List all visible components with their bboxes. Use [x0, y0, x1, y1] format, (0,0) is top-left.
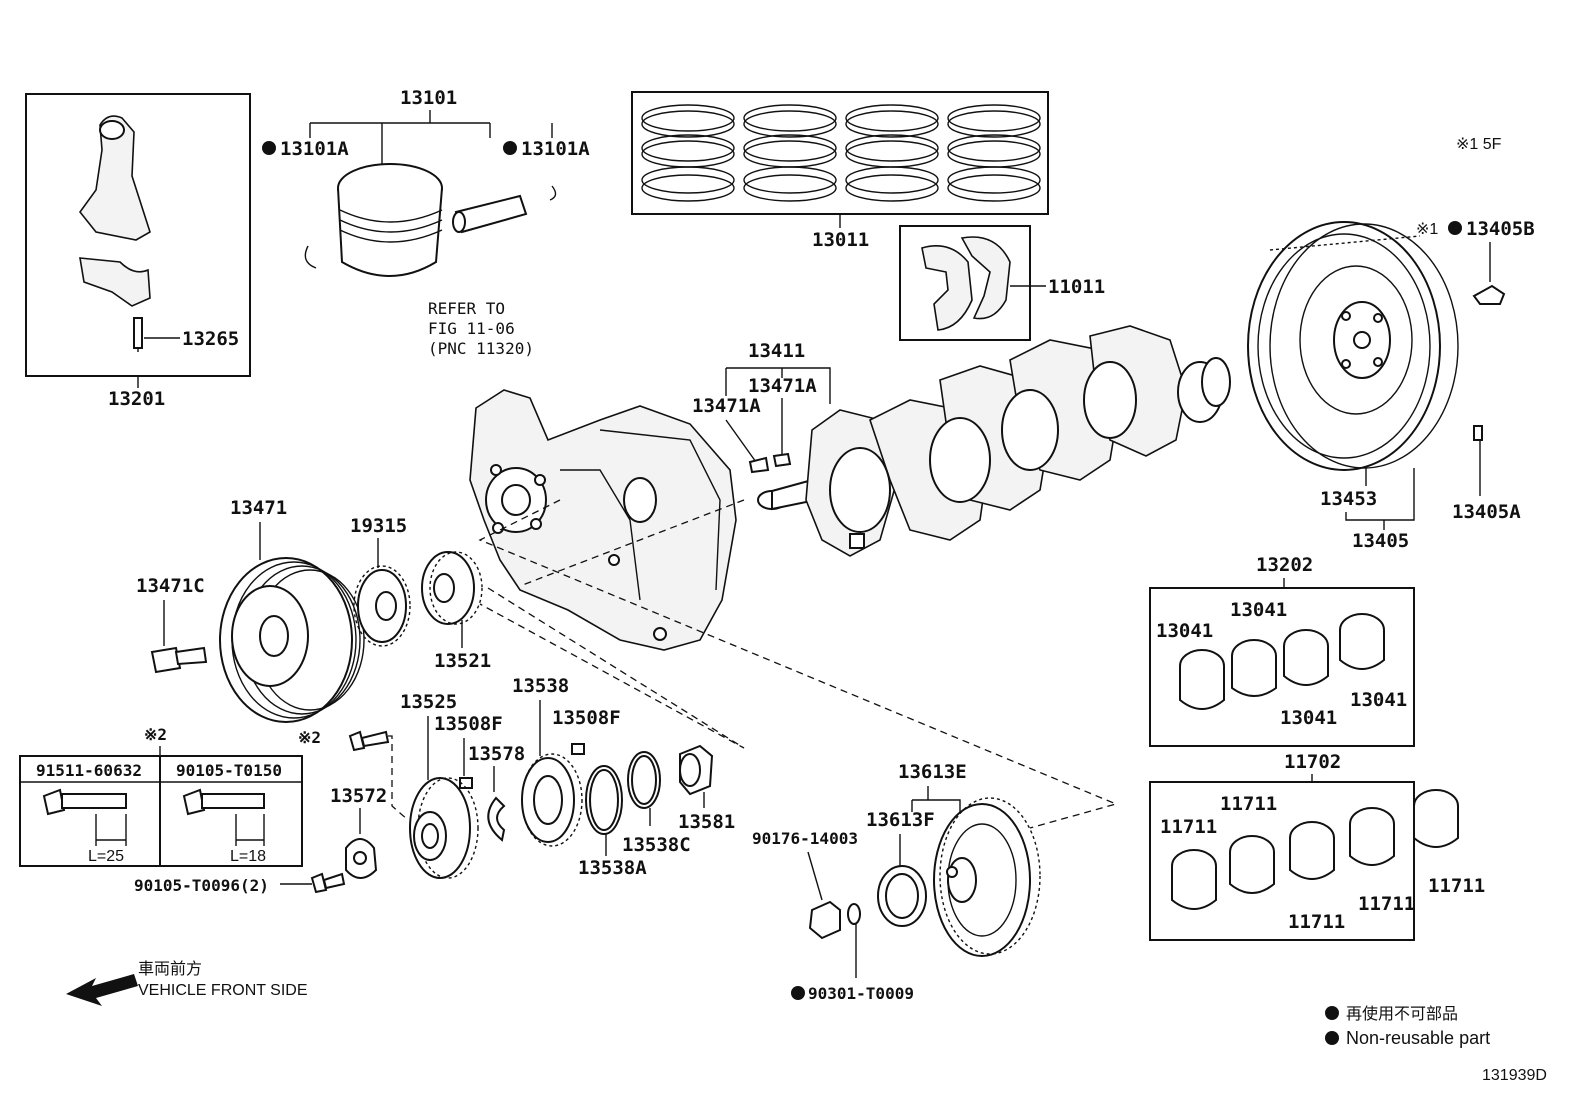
- label-13405: 13405: [1352, 530, 1409, 552]
- label-90176-14003: 90176-14003: [752, 829, 858, 848]
- bolt-part-90105-t0150: 90105-T0150: [176, 761, 282, 780]
- mark-bolt-2: ※2: [298, 728, 321, 747]
- label-11711-e: 11711: [1428, 875, 1485, 897]
- label-13521: 13521: [434, 650, 491, 672]
- bolt-length-l25: L=25: [88, 848, 124, 865]
- label-13471a-right: 13471A: [748, 375, 817, 397]
- connecting-rod-bearing-set: 13202 13041 13041 13041 13041: [1149, 554, 1415, 747]
- label-11011: 11011: [1048, 276, 1105, 298]
- label-13572: 13572: [330, 785, 387, 807]
- label-13265: 13265: [182, 328, 239, 350]
- piston-assembly: 13101 13101A 13101A: [262, 87, 590, 277]
- diagram-id: 131939D: [1482, 1067, 1547, 1084]
- label-13101a-left: 13101A: [280, 138, 349, 160]
- balance-shaft-drive: 13613E 13613F 90176-14003 90301-T0009: [752, 761, 1041, 1003]
- crank-sprockets: 19315 13521: [350, 515, 491, 672]
- crankshaft-bearing-set: 11702 11711 11711 11711 11711 11711: [1149, 751, 1485, 941]
- label-13613e: 13613E: [898, 761, 967, 783]
- label-13041-b: 13041: [1230, 599, 1287, 621]
- label-11711-b: 11711: [1220, 793, 1277, 815]
- connecting-rod-assembly: 13265: [25, 93, 251, 377]
- label-90301-t0009: 90301-T0009: [808, 984, 914, 1003]
- bolt-length-l18: L=18: [230, 848, 266, 865]
- bolt-table: ※2 91511-60632 90105-T0150 L=25 L=18: [19, 725, 303, 867]
- label-13101a-right: 13101A: [521, 138, 590, 160]
- label-19315: 19315: [350, 515, 407, 537]
- label-13508f-b: 13508F: [552, 707, 621, 729]
- label-13405b: 13405B: [1466, 218, 1535, 240]
- label-11711-d: 11711: [1358, 893, 1415, 915]
- label-13011: 13011: [812, 229, 869, 251]
- front-side-jp: 車両前方: [138, 960, 202, 978]
- label-13471c: 13471C: [136, 575, 205, 597]
- non-reusable-jp: 再使用不可部品: [1346, 1005, 1458, 1023]
- label-11711-a: 11711: [1160, 816, 1217, 838]
- label-13508f-a: 13508F: [434, 713, 503, 735]
- ring-set: [641, 104, 1041, 202]
- label-13613f: 13613F: [866, 809, 935, 831]
- label-13405a: 13405A: [1452, 501, 1521, 523]
- refer-to-line2: FIG 11-06: [428, 319, 515, 338]
- label-13538: 13538: [512, 675, 569, 697]
- label-13201: 13201: [108, 388, 165, 410]
- note-1-5f: ※1 5F: [1456, 136, 1502, 153]
- non-reusable-en: Non-reusable part: [1346, 1028, 1490, 1048]
- label-13471a-left: 13471A: [692, 395, 761, 417]
- front-arrow-icon: [66, 974, 138, 1006]
- label-13471: 13471: [230, 497, 287, 519]
- label-13041-c: 13041: [1280, 707, 1337, 729]
- label-13041-d: 13041: [1350, 689, 1407, 711]
- label-13538c: 13538C: [622, 834, 691, 856]
- label-11711-c: 11711: [1288, 911, 1345, 933]
- label-13202: 13202: [1256, 554, 1313, 576]
- label-13581: 13581: [678, 811, 735, 833]
- non-reusable-legend: 再使用不可部品 Non-reusable part: [1325, 1005, 1490, 1048]
- refer-to-line3: (PNC 11320): [428, 339, 534, 358]
- label-13411: 13411: [748, 340, 805, 362]
- label-11702: 11702: [1284, 751, 1341, 773]
- assembly-lines: [478, 499, 1118, 829]
- label-13041-a: 13041: [1156, 620, 1213, 642]
- label-13538a: 13538A: [578, 857, 647, 879]
- crankshaft: 13411 13471A 13471A: [692, 325, 1231, 557]
- refer-to-line1: REFER TO: [428, 299, 505, 318]
- mark-table-2: ※2: [144, 725, 167, 744]
- front-side-en: VEHICLE FRONT SIDE: [138, 982, 308, 999]
- balance-shaft-gears: 13525 13538 13508F 13508F 13578 13538A 1…: [134, 675, 735, 895]
- flywheel-assembly: ※1 5F ※1 13405B 13405A 13453 13405: [1247, 136, 1535, 552]
- vehicle-front-indicator: 車両前方 VEHICLE FRONT SIDE: [66, 960, 308, 1006]
- crankshaft-pulley: 13471 13471C: [136, 497, 365, 723]
- mark-13405b: ※1: [1416, 221, 1438, 238]
- piston-ring-set: 13011: [631, 91, 1049, 251]
- thrust-washer-set: 11011: [899, 225, 1105, 341]
- label-13525: 13525: [400, 691, 457, 713]
- bolt-part-91511-60632: 91511-60632: [36, 761, 142, 780]
- label-90105-t0096: 90105-T0096(2): [134, 876, 269, 895]
- label-13101: 13101: [400, 87, 457, 109]
- label-13453: 13453: [1320, 488, 1377, 510]
- label-13578: 13578: [468, 743, 525, 765]
- timing-chain-cover: REFER TO FIG 11-06 (PNC 11320): [428, 299, 737, 651]
